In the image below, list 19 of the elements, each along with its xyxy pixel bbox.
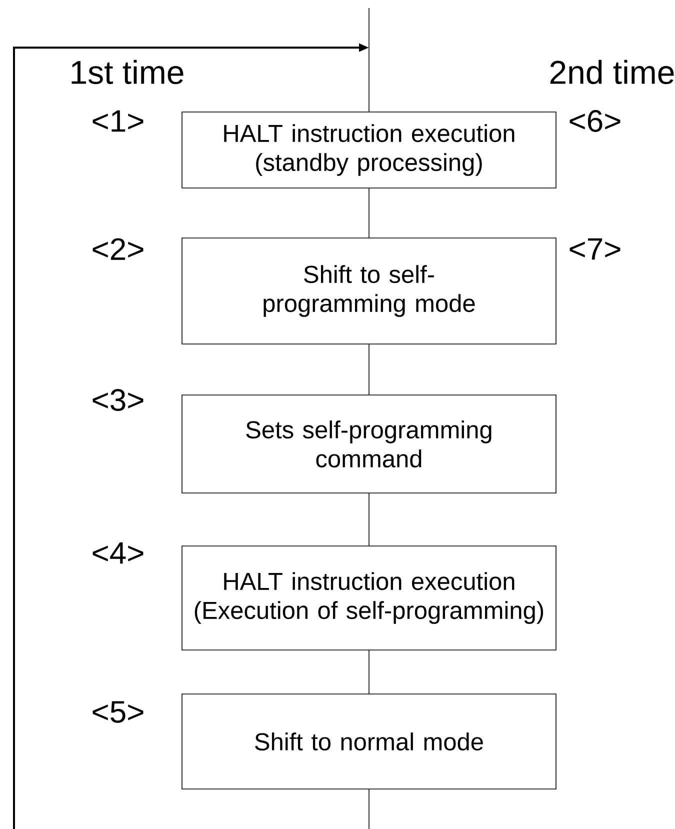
connector-line: [368, 344, 370, 395]
process-box: Shift to self-programming mode: [182, 238, 556, 344]
connector-line: [368, 789, 370, 829]
step-number: <2>: [92, 238, 144, 260]
process-box: Shift to normal mode: [182, 694, 556, 790]
process-box: Sets self-programming command: [182, 394, 556, 494]
connector-line: [368, 8, 370, 112]
step-number: <1>: [92, 110, 144, 132]
step-number: <7>: [570, 238, 620, 260]
step-number: <3>: [92, 389, 144, 411]
time-label: 2nd time: [550, 60, 674, 84]
process-box: HALT instruction execution (standby processing): [182, 112, 556, 188]
step-number: <5>: [92, 701, 144, 723]
step-number: <4>: [92, 542, 144, 564]
process-box: HALT instruction execution (Execution of self-programming): [182, 546, 556, 650]
connector-line: [368, 188, 370, 238]
connector-line: [368, 493, 370, 546]
time-label: 1st time: [72, 60, 184, 84]
connector-line: [368, 650, 370, 694]
